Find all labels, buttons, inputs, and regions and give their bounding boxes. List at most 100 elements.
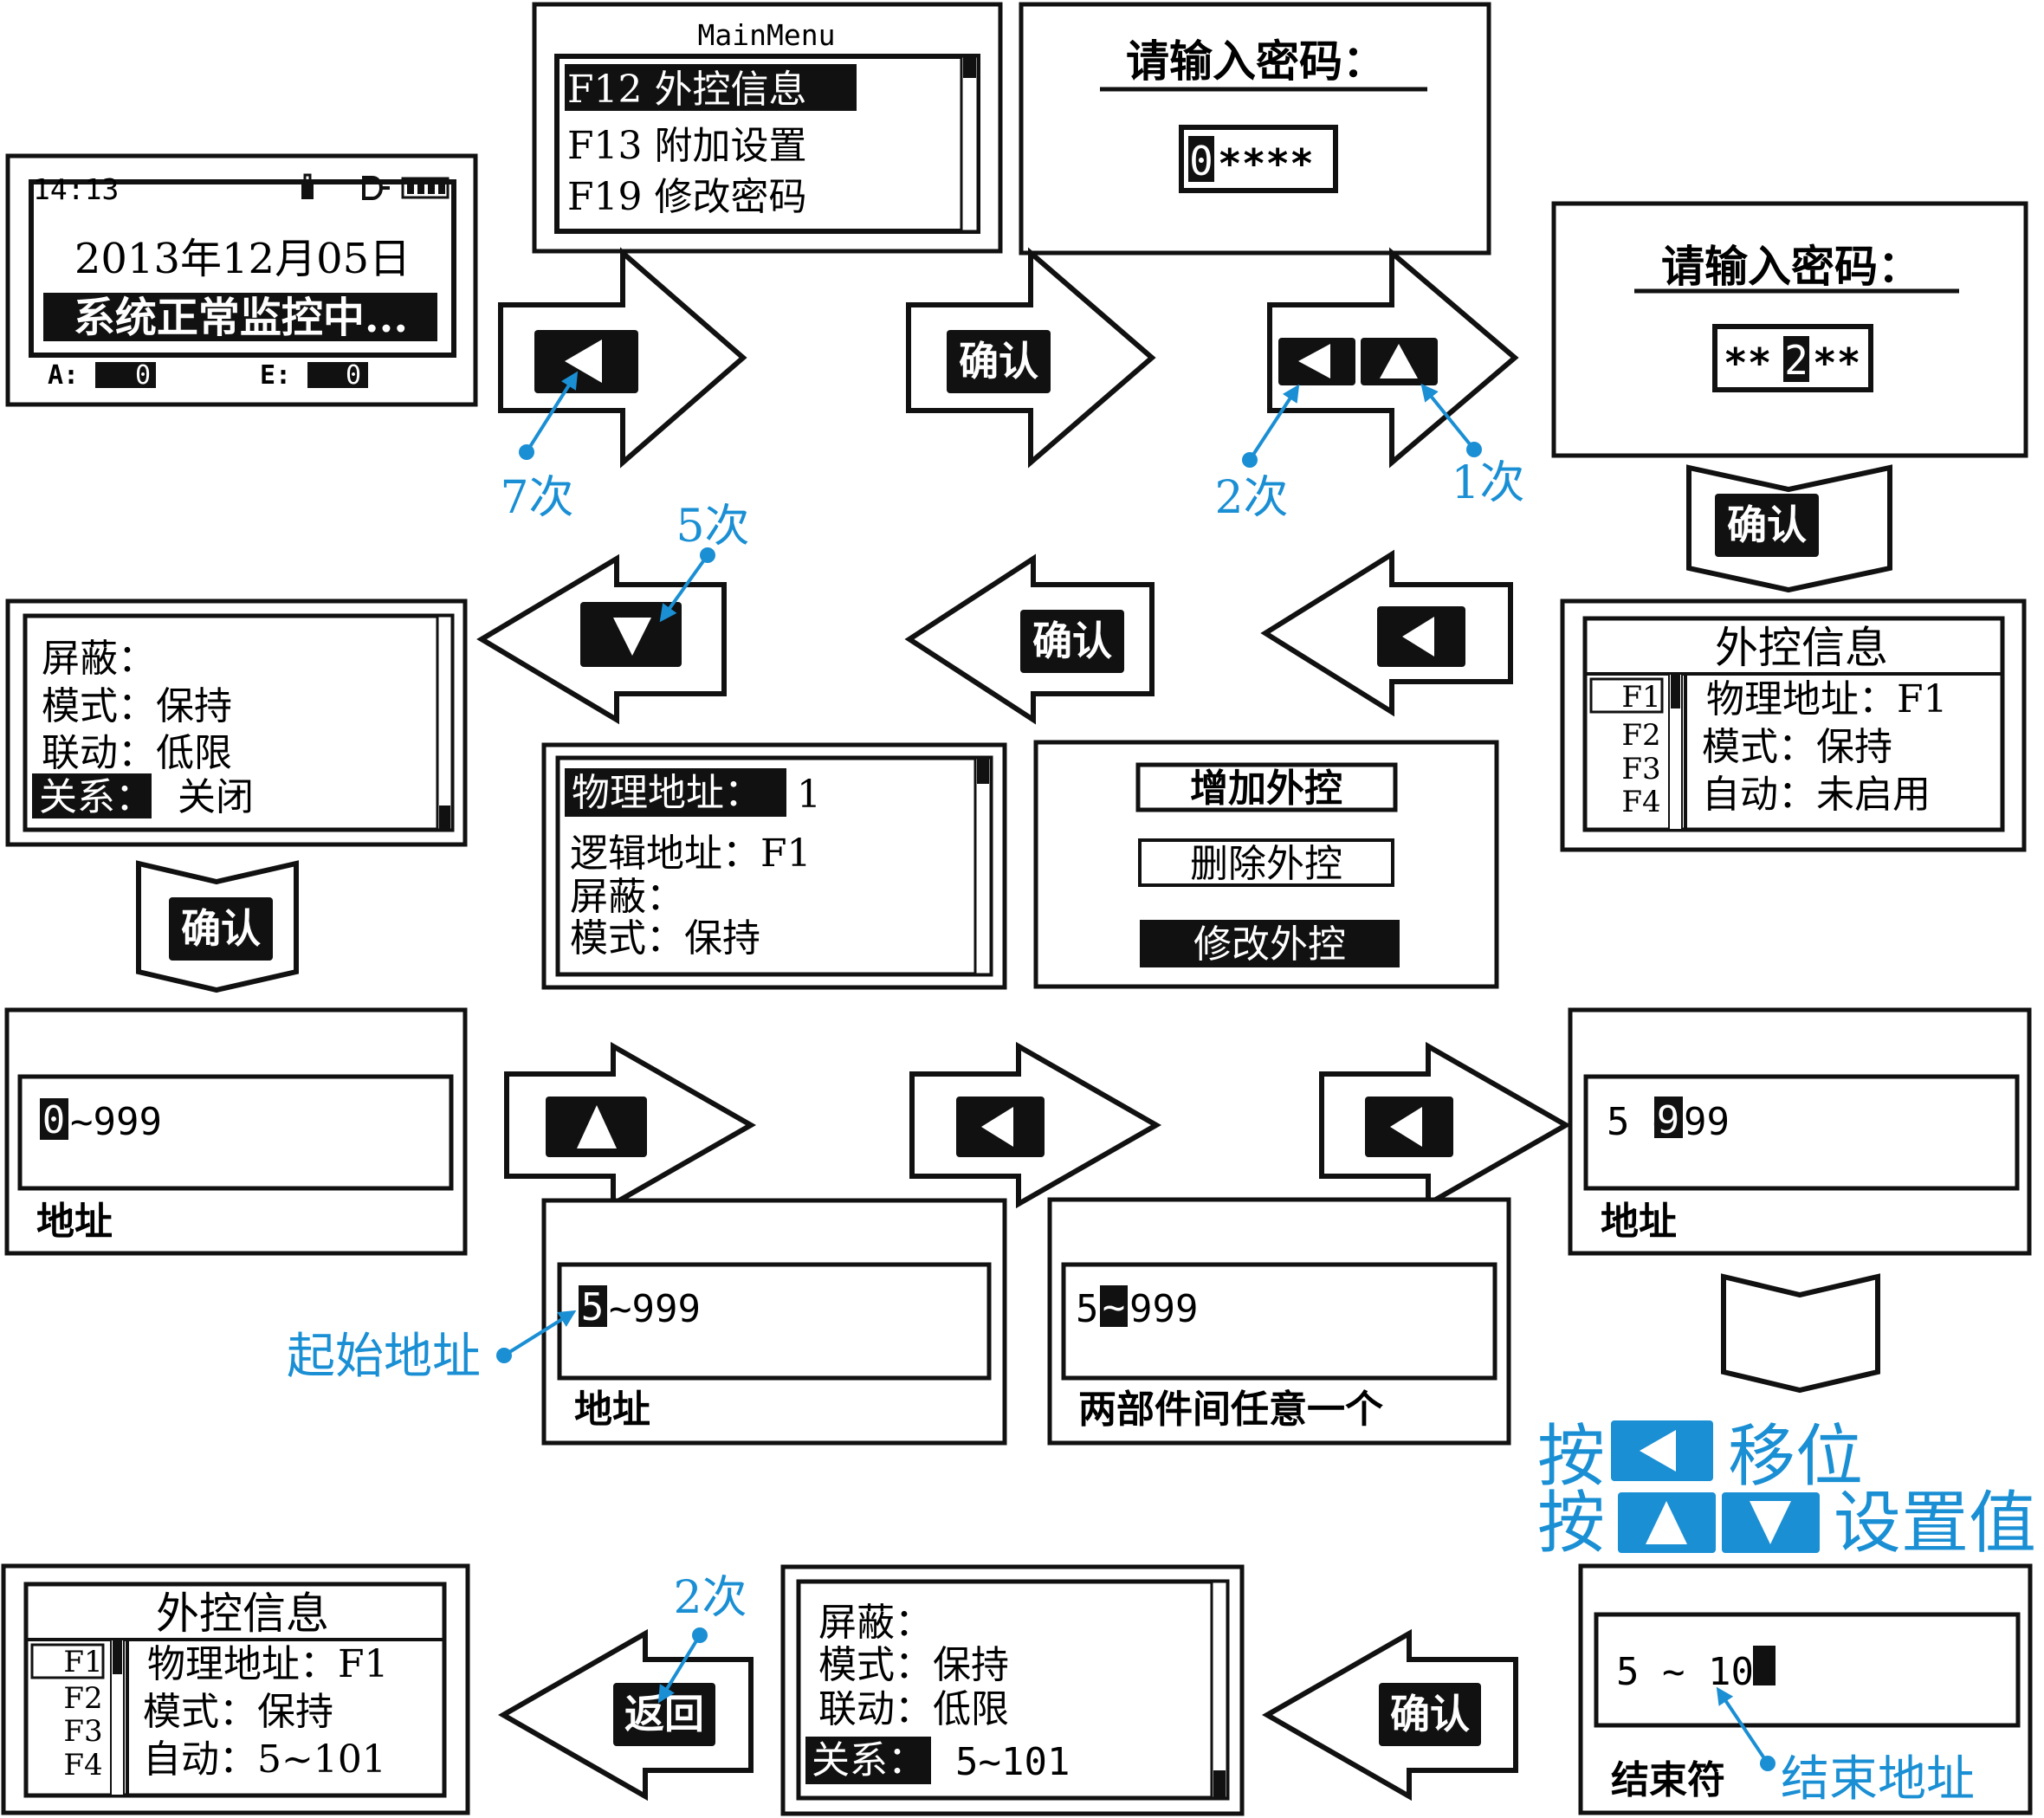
relation-selected-label-2[interactable]: 关系： bbox=[812, 1738, 926, 1782]
ext-tab-f4[interactable]: F4 bbox=[1621, 785, 1660, 819]
a-value: 0 bbox=[135, 360, 151, 391]
ext-menu-delete[interactable]: 删除外控 bbox=[1190, 842, 1342, 886]
flow-arrow-left-4: 返回 bbox=[497, 1628, 754, 1802]
address-cursor-2: 5 bbox=[581, 1285, 605, 1330]
confirm-key-label-2: 确认 bbox=[1727, 501, 1807, 548]
back-key-icon: 返回 bbox=[613, 1683, 715, 1746]
status-date: 2013年12月05日 bbox=[74, 235, 411, 283]
flow-arrow-down-2: 确认 bbox=[136, 860, 299, 993]
left-arrow-key-icon bbox=[534, 330, 638, 393]
password-mask-1: **** bbox=[1218, 140, 1314, 187]
legend-set: 设置值 bbox=[1834, 1485, 2036, 1562]
left-arrow-key-icon bbox=[1365, 1097, 1453, 1157]
relation-line-1-1: 屏蔽： bbox=[42, 637, 156, 681]
left-arrow-key-icon bbox=[1611, 1420, 1713, 1481]
legend-press-2: 按 bbox=[1537, 1485, 1605, 1562]
address-screen-2: 5 ~999 地址 bbox=[541, 1198, 1007, 1446]
legend-press-1: 按 bbox=[1537, 1418, 1605, 1496]
detail-line-3: 模式：保持 bbox=[570, 916, 760, 961]
press-count-down-5: 5次 bbox=[676, 501, 749, 553]
confirm-key-icon: 确认 bbox=[947, 330, 1051, 393]
ext-info-title-1: 外控信息 bbox=[1715, 623, 1888, 673]
ext-tab-f2[interactable]: F2 bbox=[1621, 718, 1660, 753]
detail-line-2: 屏蔽： bbox=[570, 875, 684, 919]
ext-tab-f2-2[interactable]: F2 bbox=[63, 1681, 102, 1716]
flow-arrow-right-4 bbox=[504, 1041, 757, 1209]
address-screen-4: 5 ~ 9 99 地址 bbox=[1568, 1007, 2032, 1256]
legend-shift: 移位 bbox=[1728, 1418, 1863, 1496]
flow-arrow-right-1 bbox=[498, 247, 747, 469]
flow-arrow-left-2: 确认 bbox=[904, 553, 1155, 725]
end-address-annotation: 结束地址 bbox=[1781, 1751, 1975, 1808]
address-rest-4: 99 bbox=[1684, 1100, 1730, 1144]
address-rest-3: 999 bbox=[1129, 1287, 1198, 1331]
plug-icon bbox=[362, 176, 390, 200]
confirm-key-label-5: 确认 bbox=[1390, 1691, 1470, 1737]
flow-arrow-right-2: 确认 bbox=[906, 247, 1156, 469]
address-caption-5: 结束符 bbox=[1611, 1758, 1725, 1802]
ext-tab-f3-2[interactable]: F3 bbox=[63, 1714, 102, 1749]
ext-info-2-line-3: 自动：5~101 bbox=[143, 1737, 386, 1782]
ext-info-screen-2: 外控信息 F1 F2 F3 F4 物理地址：F1 模式：保持 自动：5~101 bbox=[1, 1563, 470, 1815]
ext-info-line-1: 物理地址：F1 bbox=[1706, 677, 1948, 721]
press-count-left-2: 2次 bbox=[1214, 472, 1288, 524]
password-suffix-2: ** bbox=[1813, 340, 1860, 386]
flow-arrow-left-3 bbox=[476, 553, 727, 725]
address-cursor-3: ~ bbox=[1103, 1285, 1126, 1330]
flow-arrow-left-5: 确认 bbox=[1261, 1628, 1518, 1802]
e-label: E: bbox=[260, 360, 291, 391]
confirm-key-label-1: 确认 bbox=[959, 338, 1038, 385]
flow-arrow-left-1 bbox=[1260, 549, 1513, 717]
address-caption-1: 地址 bbox=[36, 1200, 113, 1244]
address-screen-5: 5 ~ 101 结束符 bbox=[1578, 1563, 2033, 1815]
down-arrow-key-icon bbox=[580, 602, 682, 667]
relation-line-1-2: 模式：保持 bbox=[42, 684, 232, 728]
detail-list-screen: 物理地址： 1 逻辑地址：F1 屏蔽： 模式：保持 bbox=[541, 742, 1007, 990]
password-title-1: 请输入密码： bbox=[1126, 36, 1386, 87]
menu-item-f13[interactable]: F13 附加设置 bbox=[567, 124, 807, 168]
up-arrow-key-icon bbox=[546, 1097, 647, 1157]
address-screen-3: 5 ~ 999 两部件间任意一个 bbox=[1047, 1197, 1511, 1446]
address-rest-2: ~999 bbox=[609, 1287, 701, 1331]
detail-selected-value: 1 bbox=[797, 773, 821, 817]
address-caption-2: 地址 bbox=[574, 1388, 650, 1432]
password-prefix-2: ** bbox=[1724, 340, 1771, 386]
relation-selected-value-2: 5~101 bbox=[955, 1740, 1070, 1784]
press-count-left-7: 7次 bbox=[500, 472, 573, 524]
ext-tab-f1[interactable]: F1 bbox=[1621, 680, 1660, 715]
ext-menu-add[interactable]: 增加外控 bbox=[1190, 767, 1342, 811]
ext-tab-f4-2[interactable]: F4 bbox=[63, 1748, 102, 1782]
status-time: 14:13 bbox=[33, 172, 119, 206]
detail-selected-label[interactable]: 物理地址： bbox=[572, 771, 762, 815]
password-cursor-2: 2 bbox=[1784, 337, 1808, 384]
ext-menu-modify[interactable]: 修改外控 bbox=[1193, 922, 1346, 967]
lock-icon bbox=[301, 173, 314, 199]
relation-line-2-1: 屏蔽： bbox=[818, 1601, 933, 1645]
confirm-key-label-4: 确认 bbox=[181, 905, 261, 952]
ext-info-title-2: 外控信息 bbox=[156, 1588, 329, 1639]
menu-item-f12[interactable]: F12 外控信息 bbox=[567, 68, 807, 112]
ext-info-screen-1: 外控信息 F1 F2 F3 F4 物理地址：F1 模式：保持 自动：未启用 bbox=[1560, 598, 2027, 852]
press-count-up-1: 1次 bbox=[1451, 457, 1524, 509]
password-title-2: 请输入密码： bbox=[1661, 241, 1921, 292]
address-cursor-1: 0 bbox=[42, 1098, 66, 1142]
left-arrow-key-icon bbox=[1278, 338, 1355, 385]
address-caption-3: 两部件间任意一个 bbox=[1078, 1388, 1383, 1432]
press-count-back-2: 2次 bbox=[673, 1572, 747, 1624]
ext-info-2-line-1: 物理地址：F1 bbox=[147, 1642, 389, 1686]
relation-selected-label-1[interactable]: 关系： bbox=[39, 775, 153, 819]
relation-line-2-3: 联动：低限 bbox=[818, 1687, 1009, 1731]
ext-tab-f1-2[interactable]: F1 bbox=[63, 1645, 102, 1679]
main-menu-title: MainMenu bbox=[698, 18, 836, 52]
main-menu-screen: MainMenu F12 外控信息 F13 附加设置 F19 修改密码 bbox=[532, 2, 1003, 254]
start-address-annotation: 起始地址 bbox=[287, 1329, 481, 1385]
menu-item-f19[interactable]: F19 修改密码 bbox=[567, 175, 807, 219]
up-arrow-key-icon bbox=[1361, 338, 1438, 385]
ext-tab-f3[interactable]: F3 bbox=[1621, 752, 1660, 786]
relation-line-1-3: 联动：低限 bbox=[42, 731, 232, 775]
battery-icon bbox=[401, 177, 450, 199]
back-key-label: 返回 bbox=[624, 1691, 704, 1737]
status-message: 系统正常监控中... bbox=[74, 294, 408, 342]
e-value: 0 bbox=[346, 360, 361, 391]
ext-info-line-3: 自动：未启用 bbox=[1702, 773, 1931, 817]
